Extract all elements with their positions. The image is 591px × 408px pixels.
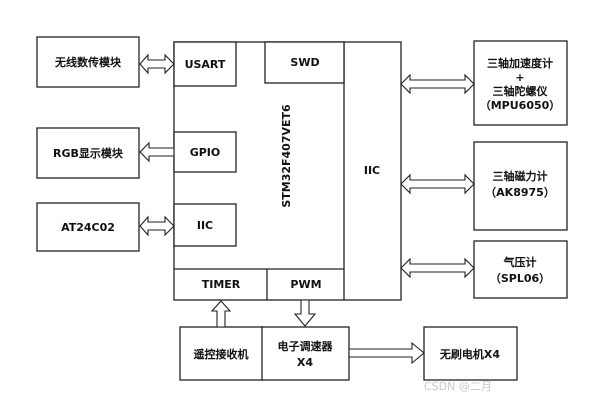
imu-label-line2: +: [515, 71, 524, 84]
pwm-to-esc-arrow: [293, 299, 317, 327]
iic-left-label: IIC: [197, 219, 213, 232]
timer-label: TIMER: [202, 278, 241, 291]
iic-magnetometer-double-arrow: [400, 173, 475, 195]
barometer-label-line1: 气压计: [503, 255, 537, 269]
imu-block: [473, 40, 568, 126]
motor-block: [423, 326, 518, 381]
magnetometer-label-line2: （AK8975）: [485, 186, 555, 199]
iic-right-label: IIC: [364, 164, 380, 177]
wireless-usart-double-arrow: [139, 53, 175, 75]
eeprom-block: [36, 202, 140, 252]
remote-to-timer-arrow: [210, 300, 232, 328]
gpio-port: [173, 131, 237, 173]
esc-label-line2: X4: [297, 356, 313, 369]
esc-to-motor-arrow: [348, 341, 425, 365]
imu-label-line3: 三轴陀螺仪: [493, 84, 549, 98]
pwm-label: PWM: [290, 278, 321, 291]
iic-imu-double-arrow: [400, 73, 475, 95]
usart-label: USART: [185, 58, 226, 71]
barometer-label-line2: （SPL06）: [490, 272, 550, 285]
imu-label-line1: 三轴加速度计: [487, 56, 553, 70]
magnetometer-block: [473, 141, 568, 231]
remote-receiver-label: 遥控接收机: [194, 347, 249, 361]
iic-left-port: [173, 203, 237, 247]
esc-block: [261, 326, 350, 381]
eeprom-label: AT24C02: [61, 221, 115, 234]
esc-label-line1: 电子调速器: [278, 339, 334, 353]
watermark-text: CSDN @二月: [424, 380, 492, 393]
gpio-to-rgb-arrow: [139, 141, 175, 163]
barometer-block: [473, 240, 568, 299]
swd-port: [264, 41, 345, 84]
iic-barometer-double-arrow: [400, 257, 475, 279]
eeprom-iic-double-arrow: [139, 215, 175, 237]
wireless-module-label: 无线数传模块: [54, 55, 122, 69]
motor-label: 无刷电机X4: [439, 347, 500, 361]
rgb-module-block: [36, 127, 140, 179]
imu-label-line4: （MPU6050）: [480, 99, 561, 112]
remote-receiver-block: [179, 326, 264, 381]
wireless-module-block: [36, 36, 140, 88]
swd-label: SWD: [290, 56, 319, 69]
rgb-module-label: RGB显示模块: [53, 146, 124, 160]
gpio-label: GPIO: [190, 146, 221, 159]
mcu-name-label: STM32F407VET6: [280, 104, 293, 208]
magnetometer-label-line1: 三轴磁力计: [493, 169, 548, 183]
usart-port: [173, 41, 237, 87]
